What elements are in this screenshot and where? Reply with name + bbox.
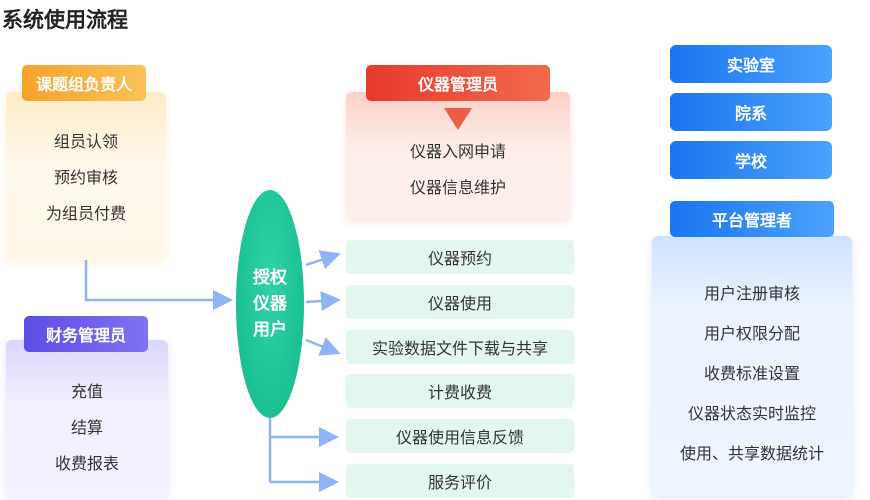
institution-lab: 实验室: [670, 45, 832, 83]
group-leader-header: 课题组负责人: [22, 65, 146, 101]
platform-admin-item: 仪器状态实时监控: [687, 404, 816, 423]
leader-to-user-connector: [84, 260, 233, 310]
finance-admin-item: 结算: [70, 418, 103, 437]
instrument-admin-item: 仪器信息维护: [409, 178, 506, 197]
action-rating: 服务评价: [346, 464, 574, 498]
finance-admin-item: 收费报表: [54, 454, 119, 473]
platform-admin-item: 用户注册审核: [703, 284, 800, 303]
finance-admin-header: 财务管理员: [24, 316, 148, 352]
group-leader-item: 预约审核: [53, 168, 118, 187]
connector-to-use: [305, 291, 341, 311]
platform-admin-header: 平台管理者: [670, 201, 834, 237]
connector-to-reserve: [305, 250, 341, 270]
platform-admin-item: 用户权限分配: [703, 324, 800, 343]
connector-to-download: [305, 337, 341, 356]
finance-admin-panel: 充值 结算 收费报表: [6, 340, 168, 498]
action-use: 仪器使用: [346, 285, 574, 319]
action-feedback: 仪器使用信息反馈: [346, 419, 574, 453]
platform-admin-panel: 用户注册审核 用户权限分配 收费标准设置 仪器状态实时监控 使用、共享数据统计: [652, 236, 852, 496]
page-title: 系统使用流程: [2, 8, 128, 32]
finance-admin-item: 充值: [70, 382, 103, 401]
instrument-admin-header: 仪器管理员: [366, 65, 550, 101]
institution-school: 学校: [670, 141, 832, 179]
instrument-admin-item: 仪器入网申请: [409, 142, 506, 161]
group-leader-panel: 组员认领 预约审核 为组员付费: [6, 92, 166, 260]
authorized-user-label: 用户: [253, 320, 287, 340]
action-billing: 计费收费: [346, 374, 574, 408]
action-reserve: 仪器预约: [346, 240, 574, 274]
group-leader-item: 组员认领: [53, 132, 118, 151]
group-leader-item: 为组员付费: [45, 204, 126, 223]
authorized-user-label: 仪器: [253, 294, 287, 314]
instrument-admin-panel: 仪器入网申请 仪器信息维护: [346, 92, 570, 220]
institution-department: 院系: [670, 93, 832, 131]
authorized-user-node: 授权 仪器 用户: [236, 190, 304, 418]
down-arrow-icon: [444, 108, 472, 130]
action-data-download: 实验数据文件下载与共享: [346, 330, 574, 364]
platform-admin-item: 收费标准设置: [703, 364, 800, 383]
authorized-user-label: 授权: [253, 268, 287, 288]
platform-admin-item: 使用、共享数据统计: [679, 444, 824, 463]
